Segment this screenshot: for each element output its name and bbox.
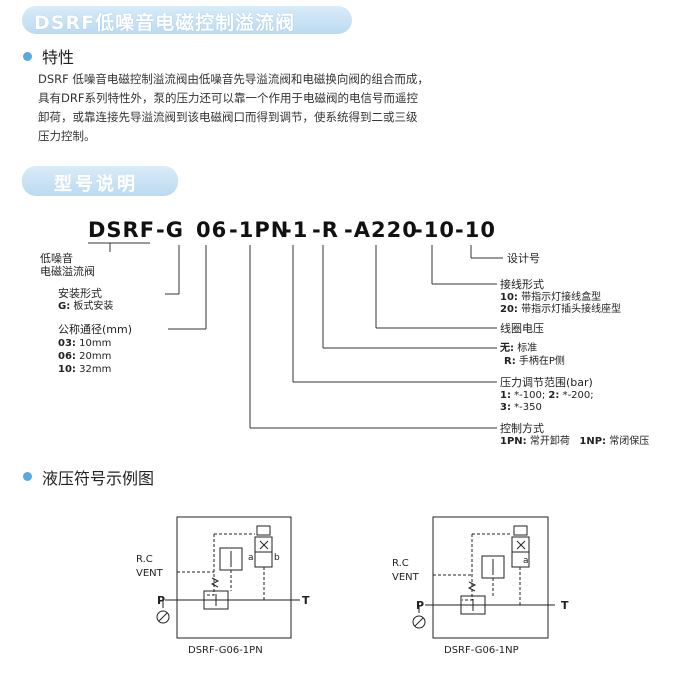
- name-label: 电磁溢流阀: [40, 265, 95, 278]
- wiring-option: 20: 带指示灯插头接线座型: [500, 304, 622, 315]
- size-option: 03: 10mm: [58, 338, 112, 349]
- vent-label: VENT: [136, 568, 164, 579]
- size-title: 公称通径(mm): [58, 323, 133, 336]
- features-paragraph: DSRF 低噪音电磁控制溢流阀由低噪音先导溢流阀和电磁换向阀的组合而成， 具有D…: [38, 70, 478, 146]
- rc-label: R.C: [392, 558, 409, 569]
- wiring-option: 10: 带指示灯接线盒型: [500, 292, 602, 303]
- mount-title: 安装形式: [58, 287, 102, 300]
- code-part: -10: [414, 218, 455, 242]
- b-port-label: b: [274, 553, 280, 563]
- size-option: 06: 20mm: [58, 351, 112, 362]
- handle-option: R: 手柄在P侧: [504, 356, 565, 367]
- control-title: 控制方式: [500, 422, 544, 435]
- diagram-caption: DSRF-G06-1PN: [188, 645, 263, 656]
- wiring-title: 接线形式: [500, 278, 544, 291]
- design-label: 设计号: [507, 252, 540, 265]
- features-line: 卸荷，或靠连接先导溢流阀到该电磁阀口而得到调节，使系统得到二或三级: [38, 110, 418, 124]
- features-line: 压力控制。: [38, 129, 96, 143]
- symbols-heading: 液压符号示例图: [42, 469, 155, 488]
- features-line: DSRF 低噪音电磁控制溢流阀由低噪音先导溢流阀和电磁换向阀的组合而成，: [38, 72, 429, 86]
- t-port-label: T: [302, 594, 310, 607]
- pressure-title: 压力调节范围(bar): [500, 376, 593, 389]
- p-port-label: P: [416, 599, 424, 612]
- code-part: -G: [156, 218, 184, 242]
- a-port-label: a: [523, 556, 529, 566]
- coil-voltage-label: 线圈电压: [500, 322, 544, 335]
- rc-label: R.C: [136, 554, 153, 565]
- code-part: -R: [312, 218, 339, 242]
- features-line: 具有DRF系列特性外，泵的压力还可以靠一个作用于电磁阀的电信号而遥控: [38, 91, 418, 105]
- bullet-icon: [23, 52, 32, 61]
- handle-option: 无: 标准: [500, 343, 538, 354]
- pressure-option: 3: *-350: [500, 402, 542, 413]
- pressure-option: 1: *-100; 2: *-200;: [500, 390, 594, 401]
- features-heading: 特性: [42, 48, 75, 67]
- a-port-label: a: [248, 553, 254, 563]
- code-part: -10: [455, 218, 496, 242]
- diagram-caption: DSRF-G06-1NP: [444, 645, 519, 656]
- page-title: DSRF低噪音电磁控制溢流阀: [34, 12, 296, 34]
- p-port-label: P: [157, 594, 165, 607]
- model-heading: 型号说明: [54, 174, 138, 195]
- code-part: -1PN: [229, 218, 290, 242]
- name-label: 低噪音: [40, 252, 73, 265]
- code-part: 06: [196, 218, 228, 242]
- size-option: 10: 32mm: [58, 364, 112, 375]
- model-banner: 型号说明: [22, 166, 178, 196]
- t-port-label: T: [561, 599, 569, 612]
- code-part: -A220: [344, 218, 418, 242]
- vent-label: VENT: [392, 572, 420, 583]
- bullet-icon: [23, 472, 32, 481]
- code-part: DSRF: [88, 218, 156, 242]
- mount-option: G: 板式安装: [58, 301, 114, 312]
- title-banner: DSRF低噪音电磁控制溢流阀: [22, 6, 352, 34]
- control-options: 1PN: 常开卸荷 1NP: 常闭保压: [500, 436, 650, 447]
- code-part: -1: [283, 218, 309, 242]
